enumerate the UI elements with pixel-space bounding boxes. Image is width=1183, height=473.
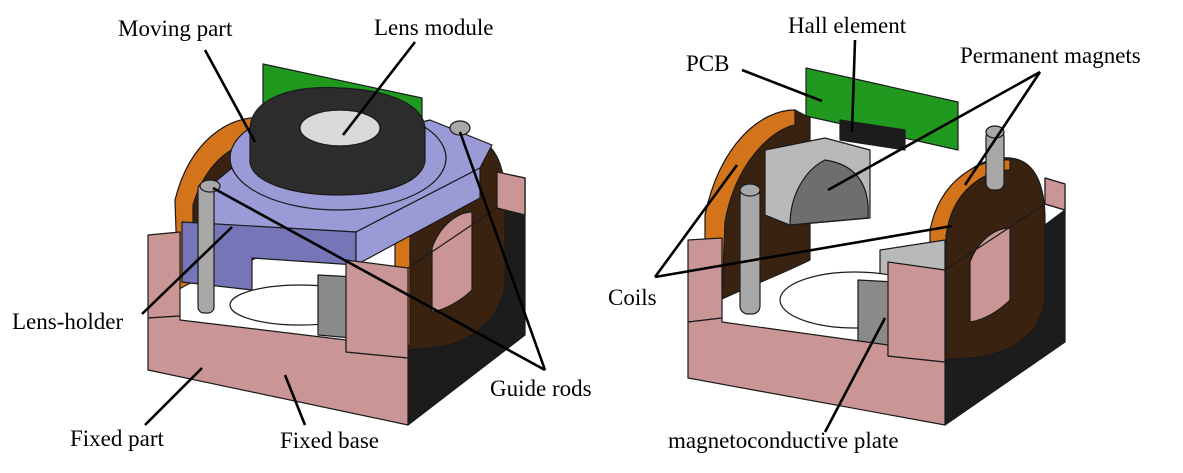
leader-lens-module xyxy=(341,41,417,136)
leader-fixed-part xyxy=(144,367,203,426)
leader-magnetoconductive-plate xyxy=(823,317,887,433)
left-base-right-wall xyxy=(345,259,409,359)
right-guide-rod-front xyxy=(739,187,761,315)
leader-permanent-magnets-a xyxy=(827,70,1041,192)
label-moving-part: Moving part xyxy=(118,16,233,41)
right-assembly xyxy=(687,67,1066,426)
label-pcb: PCB xyxy=(686,51,729,76)
right-coil-right-window xyxy=(969,227,1011,323)
left-lens-holder-side xyxy=(355,167,481,266)
label-fixed-base: Fixed base xyxy=(280,428,379,453)
leader-permanent-magnets-b xyxy=(963,71,1042,186)
label-coils: Coils xyxy=(608,285,657,310)
left-base-top-right xyxy=(407,171,526,269)
leader-moving-part xyxy=(203,49,257,143)
leader-fixed-base xyxy=(283,374,307,426)
label-fixed-part: Fixed part xyxy=(70,426,165,451)
label-lens-holder: Lens-holder xyxy=(12,309,123,334)
left-coil-right-window xyxy=(431,211,473,313)
label-hall-element: Hall element xyxy=(788,13,907,38)
right-base-top-right xyxy=(944,177,1066,271)
leader-coils-b xyxy=(654,224,953,279)
leader-lines xyxy=(141,39,1042,433)
right-pcb xyxy=(805,67,959,151)
leader-coils-a xyxy=(653,164,739,278)
left-assembly xyxy=(147,63,526,426)
label-permanent-magnets: Permanent magnets xyxy=(960,43,1141,68)
right-guide-rod-front-top xyxy=(739,183,761,197)
leader-guide-rods-a xyxy=(212,186,546,372)
leader-guide-rods-b xyxy=(458,131,547,371)
right-base-right-wall xyxy=(887,261,946,363)
labels: Moving part Lens module Lens-holder Guid… xyxy=(12,13,1141,453)
label-guide-rods: Guide rods xyxy=(490,376,592,401)
leader-lens-holder xyxy=(141,226,233,315)
leader-hall-element xyxy=(850,39,857,133)
right-magnet-curve xyxy=(789,159,869,226)
right-coil-right-face xyxy=(929,159,1011,361)
label-magnetoconductive-plate: magnetoconductive plate xyxy=(668,428,899,453)
right-hall-element xyxy=(839,119,906,151)
left-lens-glass xyxy=(299,109,381,147)
right-coil-left-face xyxy=(704,109,796,301)
right-base-left-wall xyxy=(687,237,723,323)
label-lens-module: Lens module xyxy=(374,15,493,40)
leader-pcb xyxy=(741,68,823,103)
